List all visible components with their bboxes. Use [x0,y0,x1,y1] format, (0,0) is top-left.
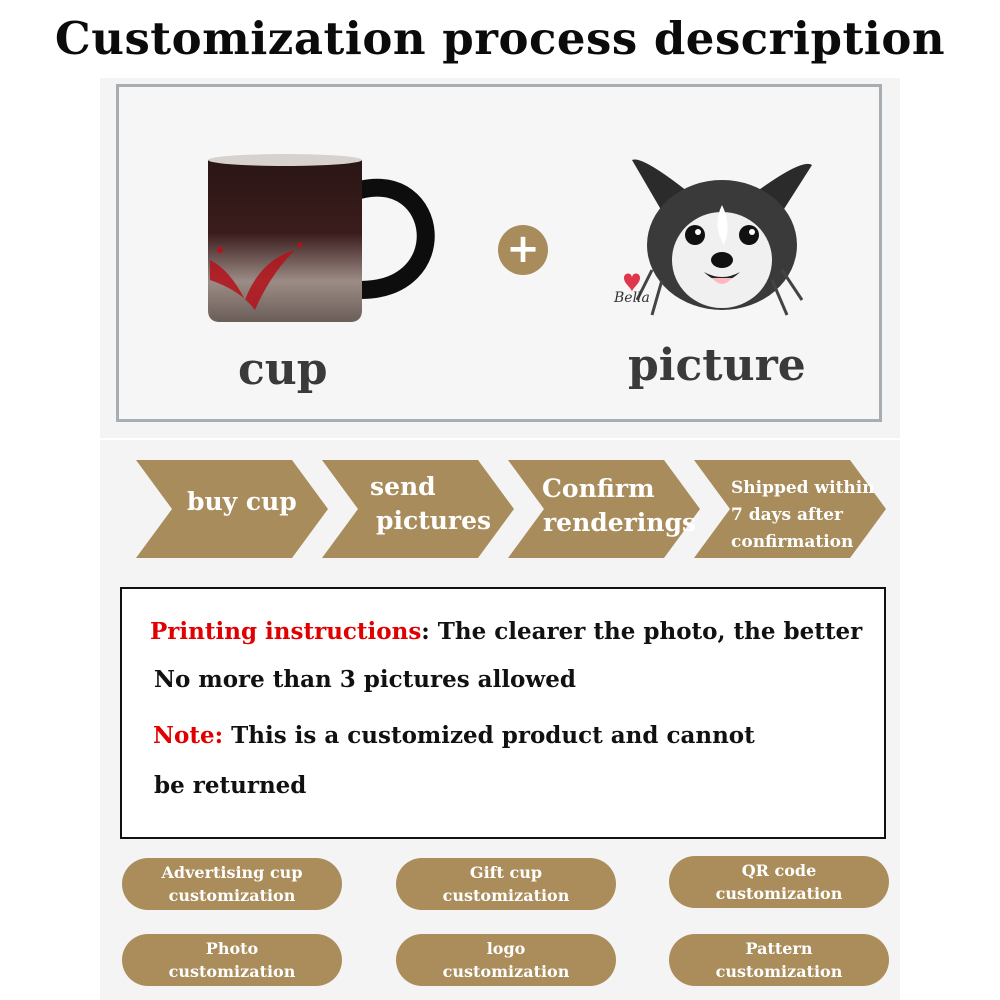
page-title: Customization process description [54,12,946,65]
note-text: This is a customized product and cannot [223,722,755,749]
option-pattern[interactable]: Pattern customization [669,934,889,986]
option-photo-line1: Photo [205,939,259,958]
picture-label: picture [628,340,806,391]
dog-portrait-icon [624,159,812,316]
option-gift-cup-line2: customization [442,886,570,905]
step-4-label-line3: confirmation [731,532,854,552]
mug-icon [208,154,435,322]
step-3-label-line1: Confirm [542,474,655,503]
printing-instructions-text: : The clearer the photo, the better [421,618,863,645]
instructions-box [120,587,886,839]
step-3-label-line2: renderings [543,508,697,537]
note-label: Note: [153,722,224,749]
step-2-label-line1: send [370,472,436,501]
option-qr-code-line1: QR code [741,861,817,880]
step-2-arrow [322,460,514,558]
step-2-label-line2: pictures [376,506,492,535]
option-qr-code[interactable]: QR code customization [669,856,889,908]
option-pattern-line2: customization [715,962,843,981]
option-logo-line2: customization [442,962,570,981]
printing-instructions-line: Printing instructions: The clearer the p… [150,618,862,645]
option-advertising-cup-line1: Advertising cup [161,863,303,882]
option-photo-line2: customization [168,962,296,981]
step-4-arrow [694,460,886,558]
option-gift-cup-line1: Gift cup [469,863,543,882]
plus-icon: + [498,225,548,275]
note-line: Note: This is a customized product and c… [153,722,755,749]
option-gift-cup[interactable]: Gift cup customization [396,858,616,910]
step-4-label-line1: Shipped within [731,478,875,498]
cup-label: cup [238,344,328,395]
option-logo[interactable]: logo customization [396,934,616,986]
step-1-label: buy cup [187,487,297,516]
step-1-arrow [136,460,328,558]
option-advertising-cup[interactable]: Advertising cup customization [122,858,342,910]
option-advertising-cup-line2: customization [168,886,296,905]
note-text-continued: be returned [154,772,307,799]
printing-instructions-label: Printing instructions [150,618,422,645]
option-logo-line1: logo [486,939,526,958]
process-steps [136,460,886,558]
picture-limit-text: No more than 3 pictures allowed [154,666,576,693]
step-3-arrow [508,460,700,558]
pet-name-signature: Bella [614,290,650,306]
option-photo[interactable]: Photo customization [122,934,342,986]
option-qr-code-line2: customization [715,884,843,903]
step-4-label-line2: 7 days after [731,505,843,525]
option-pattern-line1: Pattern [745,939,813,958]
